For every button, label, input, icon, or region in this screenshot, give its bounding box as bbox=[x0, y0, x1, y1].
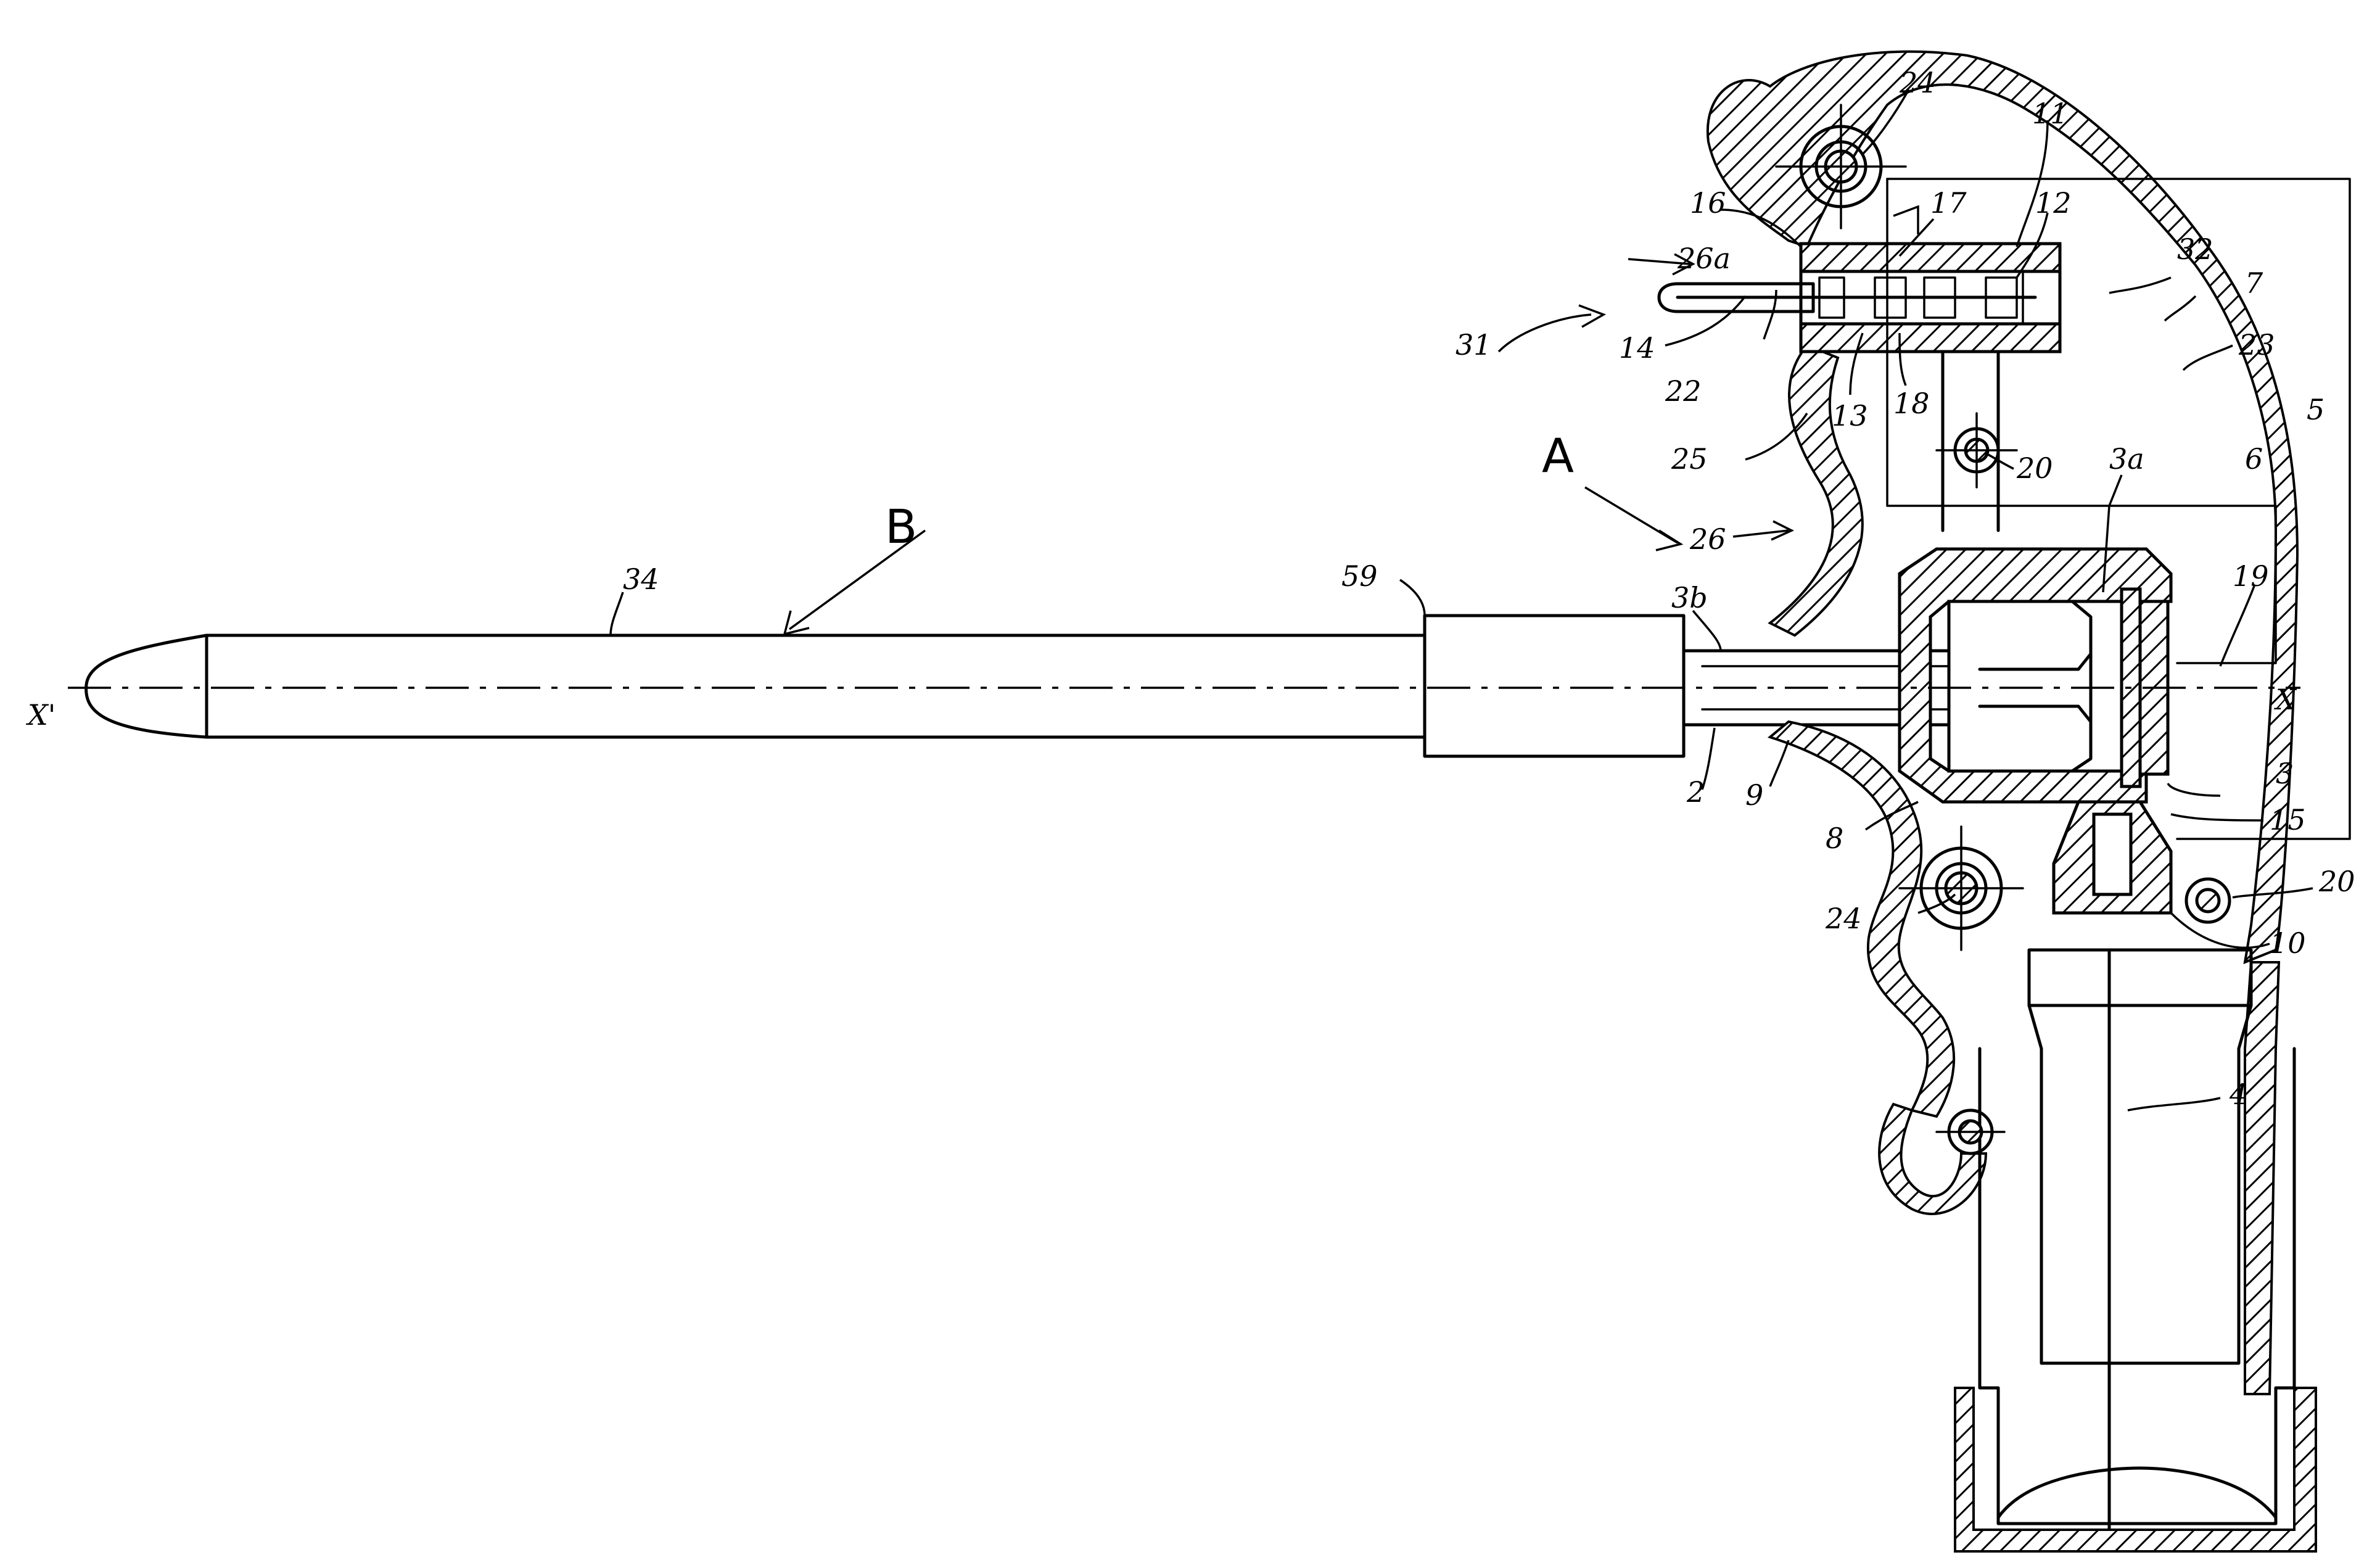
screw-handle bbox=[1937, 1110, 2004, 1153]
label-3b: 3b bbox=[1671, 581, 1708, 614]
label-10: 10 bbox=[2270, 926, 2306, 960]
label-23: 23 bbox=[2238, 328, 2275, 361]
label-18: 18 bbox=[1893, 387, 1930, 420]
label-9: 9 bbox=[1745, 778, 1763, 812]
label-25: 25 bbox=[1671, 442, 1708, 476]
label-13: 13 bbox=[1832, 399, 1868, 432]
label-22: 22 bbox=[1665, 374, 1702, 408]
label-7: 7 bbox=[2245, 266, 2263, 300]
screw-middle bbox=[1937, 413, 2017, 487]
label-3: 3 bbox=[2276, 757, 2294, 790]
trigger-mechanism bbox=[1659, 244, 2060, 530]
label-14: 14 bbox=[1619, 331, 1655, 365]
label-X: X bbox=[2274, 683, 2297, 716]
label-2: 2 bbox=[1686, 775, 1705, 809]
label-31: 31 bbox=[1456, 328, 1492, 361]
label-X-prime: X' bbox=[26, 698, 56, 732]
label-16: 16 bbox=[1690, 186, 1726, 220]
label-26: 26 bbox=[1689, 522, 1726, 556]
label-4: 4 bbox=[2229, 1078, 2247, 1111]
screw-rear bbox=[2186, 879, 2230, 922]
label-34: 34 bbox=[623, 563, 659, 596]
label-3a: 3a bbox=[2109, 442, 2144, 476]
nozzle-tube bbox=[86, 635, 1425, 737]
label-B: B bbox=[885, 499, 917, 554]
label-5: 5 bbox=[2307, 393, 2324, 426]
label-24-top: 24 bbox=[1899, 66, 1936, 99]
label-11: 11 bbox=[2032, 97, 2069, 130]
label-26a: 26a bbox=[1677, 242, 1731, 275]
label-8: 8 bbox=[1826, 822, 1843, 855]
label-6: 6 bbox=[2245, 442, 2263, 476]
valve-body bbox=[1900, 549, 2171, 913]
label-24-bottom: 24 bbox=[1825, 902, 1862, 935]
label-15: 15 bbox=[2270, 803, 2306, 836]
label-19: 19 bbox=[2233, 559, 2269, 593]
label-12: 12 bbox=[2035, 186, 2072, 220]
label-20-top: 20 bbox=[2016, 452, 2053, 485]
label-A: A bbox=[1542, 428, 1574, 483]
coupling-sleeve bbox=[1425, 616, 1684, 756]
label-59: 59 bbox=[1341, 559, 1378, 593]
label-17: 17 bbox=[1930, 186, 1967, 220]
label-32: 32 bbox=[2177, 233, 2213, 266]
label-20-bottom: 20 bbox=[2318, 865, 2355, 898]
